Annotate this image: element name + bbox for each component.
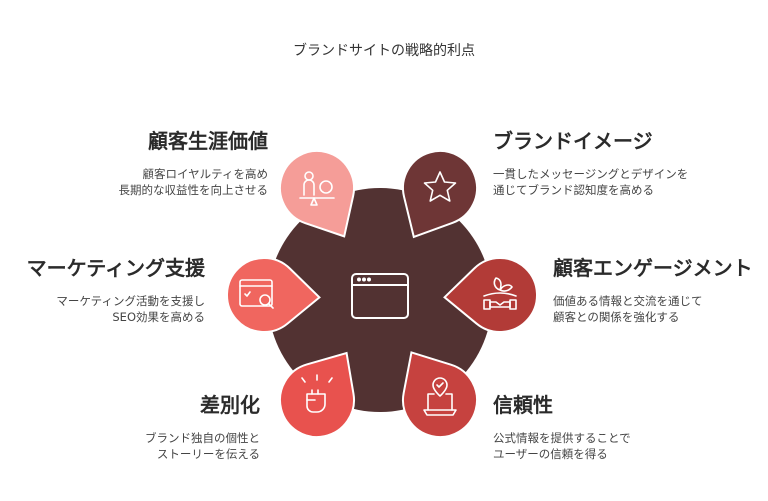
petal-scale-person-coin [279,150,355,238]
item-desc-line1: 顧客ロイヤルティを高め [142,167,268,181]
petal-fist [279,351,355,438]
item-desc-line2: 通じてブランド認知度を高める [493,183,654,197]
item-desc-line2: ストーリーを伝える [156,447,260,461]
diagram-title: ブランドサイトの戦略的利点 [293,43,475,59]
item-heading: マーケティング支援 [26,256,205,280]
petal-seo-search [226,257,321,333]
seo-search-icon [239,279,274,309]
center-hub [268,188,492,412]
item-heading: 顧客エンゲージメント [553,256,753,280]
item-customer-lifetime-value: 顧客生涯価値 顧客ロイヤルティを高め 長期的な収益性を向上させる [28,128,269,198]
scale-person-coin-icon [299,171,335,206]
item-brand-image: ブランドイメージ 一貫したメッセージングとデザインを 通じてブランド認知度を高め… [493,128,763,198]
petal-laptop-shield-check [402,351,478,438]
laptop-shield-check-icon [423,377,457,416]
item-heading: 顧客生涯価値 [148,129,268,153]
browser-window-icon [351,273,409,319]
item-marketing-support: マーケティング支援 マーケティング活動を支援し SEO効果を高める [0,255,205,325]
item-differentiation: 差別化 ブランド独自の個性と ストーリーを伝える [20,392,260,462]
item-desc-line2: SEO効果を高める [112,310,205,324]
petal-star [402,150,478,239]
item-heading: 差別化 [200,393,260,417]
item-desc-line2: 長期的な収益性を向上させる [118,183,269,197]
item-desc-line2: 顧客との関係を強化する [553,310,680,324]
item-desc-line1: マーケティング活動を支援し [56,294,205,308]
item-desc-line1: 価値ある情報と交流を通じて [553,294,703,308]
item-desc-line1: 一貫したメッセージングとデザインを [493,167,689,181]
item-heading: 信頼性 [493,393,553,417]
item-desc-line2: ユーザーの信頼を得る [493,447,608,461]
handshake-plant-icon [483,277,517,310]
fist-icon [301,374,333,413]
star-icon [423,171,457,202]
item-desc-line1: 公式情報を提供することで [493,431,631,445]
item-customer-engagement: 顧客エンゲージメント 価値ある情報と交流を通じて 顧客との関係を強化する [553,255,768,325]
item-credibility: 信頼性 公式情報を提供することで ユーザーの信頼を得る [493,392,733,462]
item-heading: ブランドイメージ [493,129,653,153]
item-desc-line1: ブランド独自の個性と [145,431,260,445]
petal-handshake-plant [443,257,538,333]
